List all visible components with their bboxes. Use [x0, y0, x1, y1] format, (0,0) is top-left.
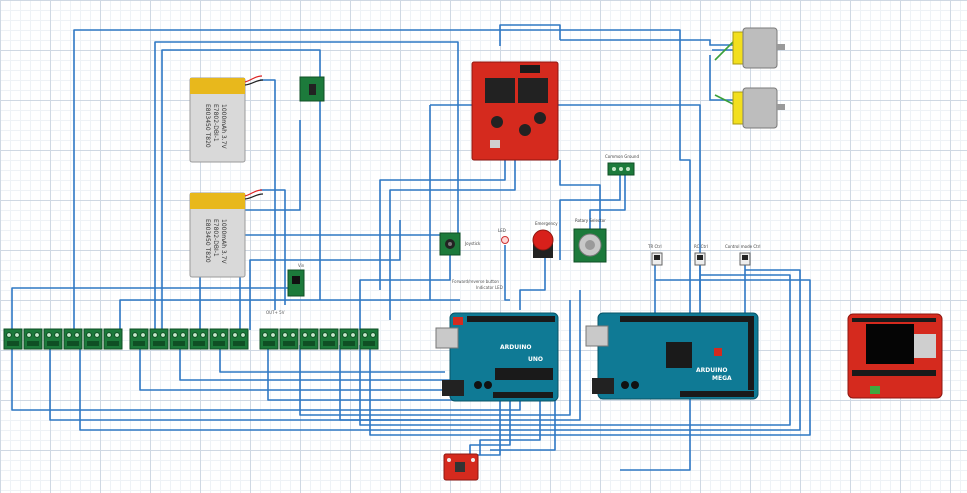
wire[interactable] — [249, 220, 401, 330]
arduino-mega[interactable]: ARDUINO MEGA — [585, 312, 759, 400]
wire[interactable] — [299, 300, 571, 416]
terminal-block[interactable] — [149, 328, 169, 350]
sensor-breakout[interactable] — [443, 453, 479, 481]
terminal-block[interactable] — [229, 328, 249, 350]
terminal-block[interactable] — [63, 328, 83, 350]
rotary-selector[interactable]: Rotary Selector — [573, 218, 607, 263]
wire[interactable] — [430, 104, 701, 300]
terminal-block[interactable] — [3, 328, 23, 350]
slide-switch-2[interactable]: RC Ctrl — [694, 244, 708, 266]
wire[interactable] — [154, 41, 459, 330]
wire[interactable] — [359, 274, 791, 426]
wire[interactable] — [260, 79, 276, 310]
switch-2-label: RC Ctrl — [694, 244, 708, 249]
terminal-block[interactable] — [279, 328, 299, 350]
emergency-button[interactable]: Emergency — [532, 221, 558, 258]
battery-2-label-1: E803450 T820 — [204, 219, 211, 263]
wire[interactable] — [519, 245, 546, 310]
wire[interactable] — [339, 290, 581, 421]
wire[interactable] — [369, 279, 811, 436]
arduino-uno[interactable]: ARDUINO UNO — [435, 312, 559, 402]
terminal-block[interactable] — [339, 328, 359, 350]
vin-label: Vin — [298, 263, 305, 268]
mega-model: MEGA — [712, 375, 732, 382]
uno-brand: ARDUINO — [500, 344, 531, 351]
common-ground-label: Common Ground — [605, 154, 639, 159]
wire[interactable] — [389, 160, 516, 320]
switch-3-label: Control mode Ctrl — [725, 244, 760, 249]
battery-1-label-2: E7802-DBI-1 — [212, 104, 219, 142]
led-label: LED — [498, 228, 506, 233]
motor-driver-shield[interactable] — [471, 61, 559, 161]
joystick-module[interactable]: Joystick — [439, 232, 481, 256]
uno-model: UNO — [528, 356, 543, 363]
battery-2[interactable]: E803450 T820 E7802-DBI-1 1000mAh 3.7V — [189, 189, 264, 278]
switch-module[interactable] — [299, 76, 325, 102]
terminal-block[interactable] — [103, 328, 123, 350]
terminal-block[interactable] — [129, 328, 149, 350]
terminal-block[interactable] — [169, 328, 189, 350]
slide-switch-1[interactable]: TR Ctrl — [647, 244, 663, 266]
wire[interactable] — [73, 29, 691, 471]
switch-1-label: TR Ctrl — [647, 244, 662, 249]
terminal-block[interactable] — [299, 328, 319, 350]
battery-1-label-3: 1000mAh 3.7V — [220, 104, 227, 149]
terminal-block[interactable] — [359, 328, 379, 350]
wire-layer — [11, 24, 811, 471]
battery-2-label-2: E7802-DBI-1 — [212, 219, 219, 257]
wire[interactable] — [559, 160, 601, 250]
wire[interactable] — [490, 395, 556, 451]
terminal-block[interactable] — [43, 328, 63, 350]
wire[interactable] — [161, 49, 321, 330]
terminal-block[interactable] — [23, 328, 43, 350]
joystick-label: Joystick — [464, 241, 481, 246]
battery-1[interactable]: E803450 T820 E7802-DBI-1 1000mAh 3.7V — [189, 75, 264, 163]
wire[interactable] — [119, 299, 460, 330]
terminal-block-row — [3, 328, 379, 350]
indicator-label: Indicator LED — [476, 285, 503, 290]
terminal-block[interactable] — [319, 328, 339, 350]
slide-switch-3[interactable]: Control mode Ctrl — [725, 244, 760, 266]
wire[interactable] — [49, 345, 440, 421]
dc-motor-2[interactable] — [732, 87, 785, 129]
terminal-block[interactable] — [209, 328, 229, 350]
common-ground-terminal[interactable]: Common Ground — [605, 154, 639, 176]
wire[interactable] — [499, 24, 561, 46]
led-component[interactable]: LED — [498, 228, 509, 244]
dc-motor-1[interactable] — [732, 27, 785, 69]
terminal-block[interactable] — [189, 328, 209, 350]
wire[interactable] — [11, 287, 300, 330]
terminal-block[interactable] — [83, 328, 103, 350]
wire[interactable] — [359, 255, 451, 330]
forward-reverse-label: Forward/reverse button — [452, 279, 499, 284]
battery-1-label-1: E803450 T820 — [204, 104, 211, 148]
wire[interactable] — [559, 175, 621, 260]
out-label: OUT+ 5V — [266, 310, 285, 315]
voltage-regulator-module[interactable]: Vin OUT+ 5V — [266, 263, 305, 315]
wire[interactable] — [79, 269, 801, 431]
battery-2-label-3: 1000mAh 3.7V — [220, 219, 227, 264]
wire[interactable] — [379, 160, 506, 290]
terminal-block[interactable] — [259, 328, 279, 350]
wire[interactable] — [504, 245, 510, 301]
motor-wires — [560, 39, 736, 106]
wire[interactable] — [260, 189, 286, 305]
wire[interactable] — [11, 345, 521, 411]
wire[interactable] — [239, 120, 301, 330]
mega-brand: ARDUINO — [696, 367, 727, 374]
wire[interactable] — [469, 395, 511, 455]
rotary-selector-label: Rotary Selector — [575, 218, 606, 223]
wire[interactable] — [139, 345, 455, 391]
emergency-label: Emergency — [535, 221, 558, 226]
tft-display-shield[interactable] — [847, 313, 943, 399]
wire[interactable] — [479, 395, 541, 455]
